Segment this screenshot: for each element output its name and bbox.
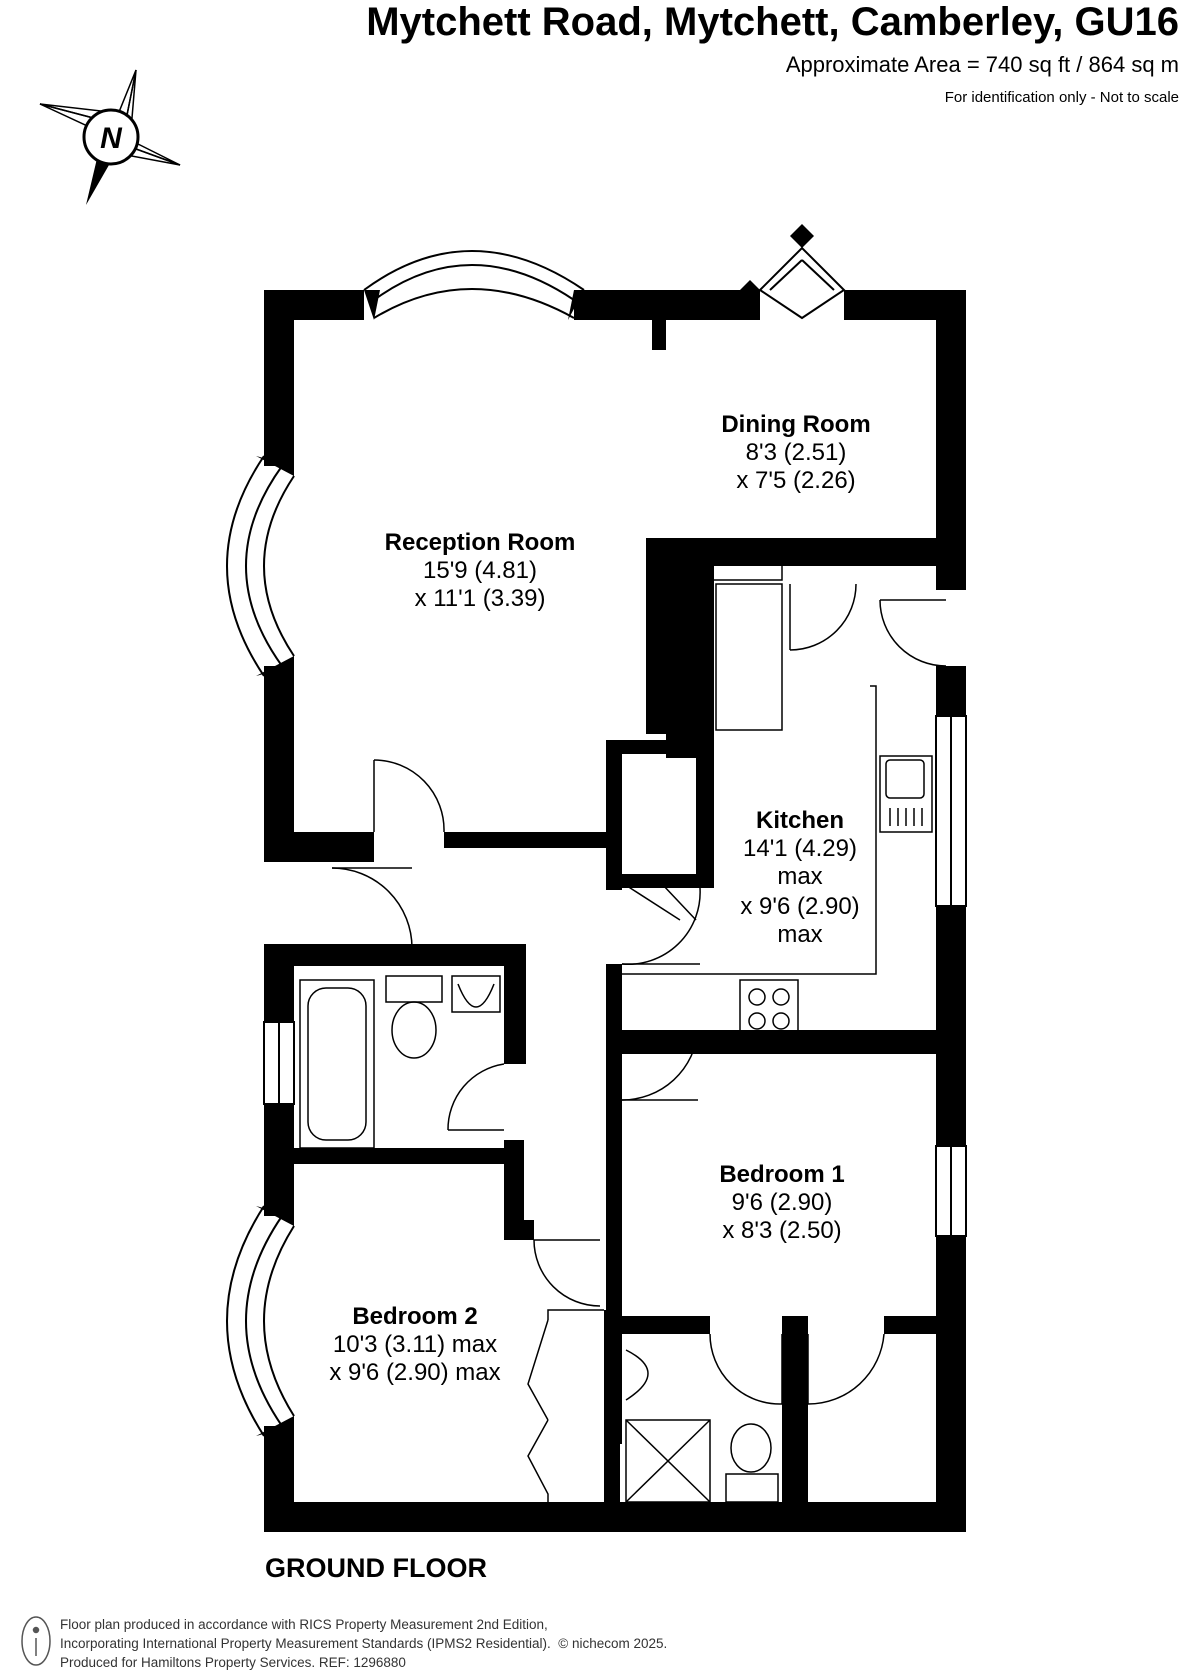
bedroom-2-name: Bedroom 2 [352, 1303, 477, 1330]
copyright: © nichecom 2025. [558, 1636, 668, 1651]
bedroom-2-dim: x 9'6 (2.90) max [329, 1359, 500, 1386]
hob-icon [739, 979, 799, 1039]
kitchen-dim: max [777, 921, 822, 948]
ensuite-basin-icon [625, 1349, 649, 1401]
dining-room-name: Dining Room [721, 411, 870, 438]
scale-note: For identification only - Not to scale [944, 89, 1179, 106]
basin-icon [451, 975, 501, 1013]
info-icon [21, 1616, 51, 1666]
property-title: Mytchett Road, Mytchett, Camberley, GU16 [366, 0, 1179, 44]
walls [264, 290, 966, 1532]
bedroom-1-dim: 9'6 (2.90) [732, 1189, 833, 1216]
room-labels: Reception Room 15'9 (4.81) x 11'1 (3.39)… [329, 411, 870, 1386]
approximate-area: Approximate Area = 740 sq ft / 864 sq m [785, 52, 1179, 77]
kitchen-dim: x 9'6 (2.90) [740, 893, 859, 920]
footer-line-text: Incorporating International Property Mea… [60, 1636, 551, 1651]
wardrobe-icon [527, 1309, 604, 1502]
doors [331, 583, 947, 1405]
bathtub-icon [299, 979, 375, 1149]
toilet-icon [385, 975, 443, 1059]
reception-room-dim: x 11'1 (3.39) [415, 585, 546, 612]
kitchen-name: Kitchen [756, 807, 844, 834]
reception-room-name: Reception Room [385, 529, 576, 556]
dining-room-dim: x 7'5 (2.26) [736, 467, 855, 494]
footer-line: Produced for Hamiltons Property Services… [60, 1655, 406, 1670]
bedroom-2-dim: 10'3 (3.11) max [333, 1331, 497, 1358]
reception-room-dim: 15'9 (4.81) [423, 557, 537, 584]
compass-letter: N [100, 122, 123, 155]
kitchen-dim: max [777, 863, 822, 890]
bedroom-1-dim: x 8'3 (2.50) [722, 1217, 841, 1244]
fixtures [299, 560, 933, 1503]
shower-icon [625, 1419, 711, 1503]
kitchen-dim: 14'1 (4.29) [743, 835, 857, 862]
footer-line: Incorporating International Property Mea… [60, 1634, 667, 1653]
north-compass-icon: N [39, 69, 181, 205]
dining-room-dim: 8'3 (2.51) [746, 439, 847, 466]
footer-text: Floor plan produced in accordance with R… [60, 1615, 667, 1672]
kitchen-sink-icon [879, 755, 933, 833]
ensuite-toilet-icon [725, 1423, 779, 1503]
windows [226, 246, 967, 1437]
footer-line: Floor plan produced in accordance with R… [60, 1617, 548, 1632]
floor-label: GROUND FLOOR [265, 1553, 487, 1583]
bedroom-1-name: Bedroom 1 [719, 1161, 844, 1188]
